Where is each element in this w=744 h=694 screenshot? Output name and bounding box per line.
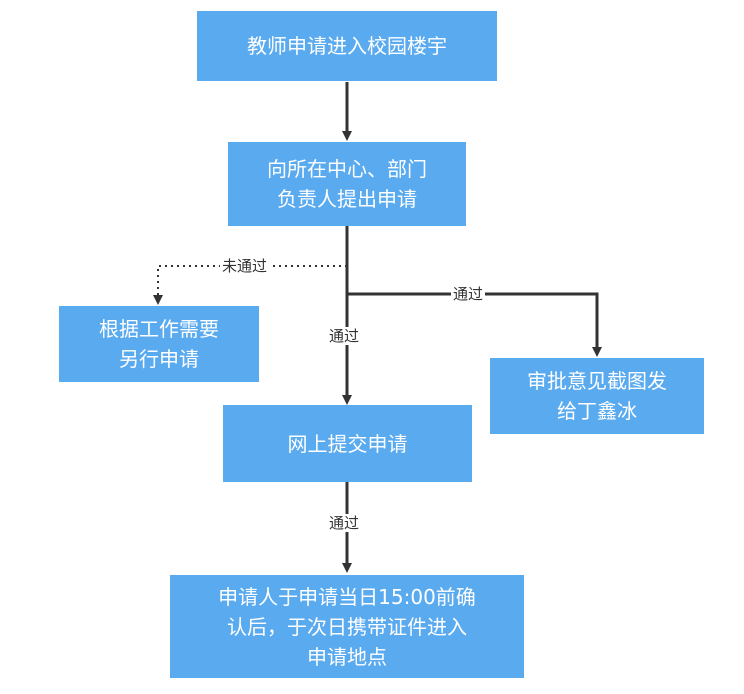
edge-label-fail: 未通过 [220,257,270,275]
node-reapply: 根据工作需要 另行申请 [59,306,259,382]
edge-label-pass-final: 通过 [327,514,362,532]
node-online-submit-label: 网上提交申请 [287,431,408,456]
edge-n2-n5 [347,292,602,357]
node-teacher-apply: 教师申请进入校园楼宇 [197,11,497,81]
node-screenshot-send-label: 审批意见截图发 给丁鑫冰 [527,369,667,423]
node-submit-to-head-label: 向所在中心、部门 负责人提出申请 [267,157,427,211]
node-confirm-enter-label: 申请人于申请当日15:00前确 认后，于次日携带证件进入 申请地点 [218,584,476,669]
node-screenshot-send: 审批意见截图发 给丁鑫冰 [490,358,704,434]
node-submit-to-head: 向所在中心、部门 负责人提出申请 [228,142,466,226]
node-reapply-label: 根据工作需要 另行申请 [99,317,219,371]
node-teacher-apply-label: 教师申请进入校园楼宇 [247,34,447,58]
node-online-submit: 网上提交申请 [223,405,472,482]
edge-label-pass-right: 通过 [451,285,486,303]
node-confirm-enter: 申请人于申请当日15:00前确 认后，于次日携带证件进入 申请地点 [170,575,524,678]
edge-n2-n3 [153,265,347,305]
edge-label-pass-down: 通过 [327,327,362,345]
